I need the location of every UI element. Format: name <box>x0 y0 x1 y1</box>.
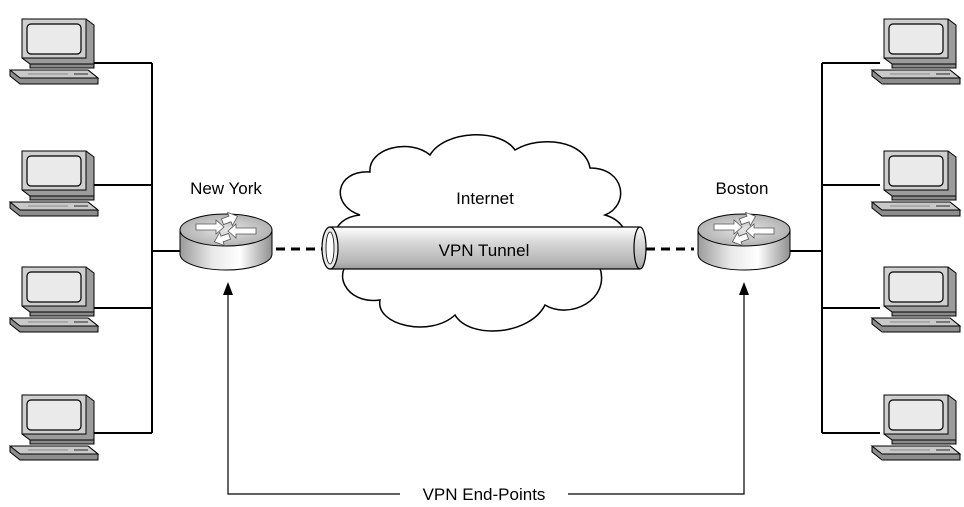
vpn-tunnel-pipe <box>321 226 647 270</box>
right-lan-bus <box>790 62 880 434</box>
workstation-icon <box>871 394 961 461</box>
vpn-endpoints-connector <box>227 292 745 495</box>
vpn-endpoints-label: VPN End-Points <box>423 485 546 504</box>
boston-router-icon <box>697 209 791 271</box>
new-york-router-icon <box>179 209 273 271</box>
workstation-icon <box>9 266 99 333</box>
right-workstations <box>871 18 961 461</box>
left-lan-bus <box>94 62 180 434</box>
vpn-tunnel-label: VPN Tunnel <box>439 241 530 260</box>
new-york-label: New York <box>190 179 262 198</box>
boston-label: Boston <box>716 179 769 198</box>
workstation-icon <box>871 150 961 217</box>
internet-label: Internet <box>456 189 514 208</box>
workstation-icon <box>9 18 99 85</box>
left-workstations <box>9 18 99 461</box>
workstation-icon <box>9 394 99 461</box>
workstation-icon <box>9 150 99 217</box>
arrowhead-icon <box>223 282 233 295</box>
workstation-icon <box>871 266 961 333</box>
workstation-icon <box>871 18 961 85</box>
arrowhead-icon <box>739 282 749 295</box>
